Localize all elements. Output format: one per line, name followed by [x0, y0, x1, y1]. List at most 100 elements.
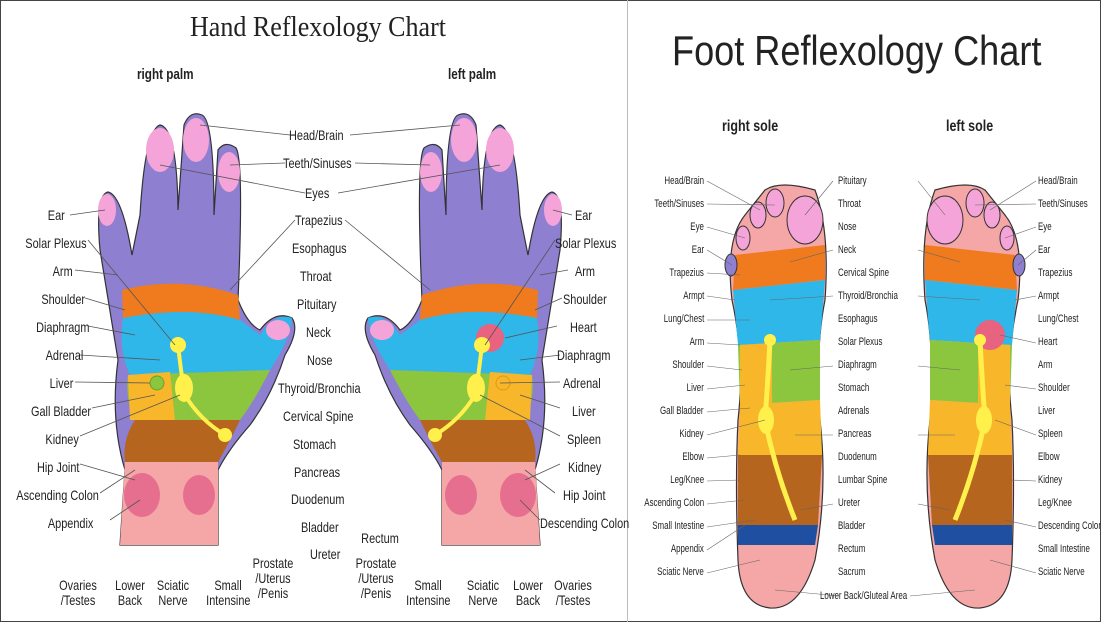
hand-right-ascending-colon-label: Ascending Colon	[16, 487, 99, 503]
foot-right-descending-colon-label: Descending Colon	[1038, 520, 1101, 532]
left-palm-heading: left palm	[448, 66, 496, 83]
foot-left-armpt-label: Armpt	[683, 290, 704, 302]
hand-right-ear-label: Ear	[48, 207, 65, 223]
foot-right-teeth-sinuses-label: Teeth/Sinuses	[1038, 198, 1088, 210]
hand-left-descending-colon-label: Descending Colon	[540, 515, 629, 531]
hand-center-ureter-label: Ureter	[310, 546, 340, 562]
hand-bottom-lower-label: Lower Back	[108, 578, 152, 608]
foot-left-arm-label: Arm	[689, 336, 704, 348]
rectum-label: Rectum	[358, 530, 402, 546]
foot-left-small-intestine-label: Small Intestine	[652, 520, 704, 532]
hand-left-shoulder-label: Shoulder	[563, 291, 607, 307]
hand-bottom-sciatic-label: Sciatic Nerve	[461, 578, 505, 608]
hand-bottom-small-label: Small Intensine	[206, 578, 250, 608]
foot-right-heart-label: Heart	[1038, 336, 1057, 348]
hand-left-spleen-label: Spleen	[567, 431, 601, 447]
hand-bottom-sciatic-label: Sciatic Nerve	[151, 578, 195, 608]
foot-left-elbow-label: Elbow	[682, 451, 704, 463]
foot-right-kidney-label: Kidney	[1038, 474, 1062, 486]
hand-right-kidney-label: Kidney	[46, 431, 79, 447]
hand-bottom-lower-label: Lower Back	[506, 578, 550, 608]
foot-left-appendix-label: Appendix	[671, 543, 704, 555]
foot-center-sacrum-label: Sacrum	[838, 566, 865, 578]
foot-center-rectum-label: Rectum	[838, 543, 865, 555]
hand-left-solar-plexus-label: Solar Plexus	[555, 235, 616, 251]
foot-left-ear-label: Ear	[692, 244, 704, 256]
foot-center-nose-label: Nose	[838, 221, 856, 233]
foot-center-bladder-label: Bladder	[838, 520, 865, 532]
foot-center-lower-back-gluteal-area-label: Lower Back/Gluteal Area	[820, 590, 907, 602]
hand-left-arm-label: Arm	[575, 263, 595, 279]
hand-bottom-small-label: Small Intensine	[406, 578, 450, 608]
foot-right-sciatic-nerve-label: Sciatic Nerve	[1038, 566, 1085, 578]
right-sole-heading: right sole	[722, 118, 778, 136]
hand-chart-title: Hand Reflexology Chart	[190, 12, 446, 44]
foot-center-throat-label: Throat	[838, 198, 861, 210]
hand-left-adrenal-label: Adrenal	[563, 375, 601, 391]
hand-center-bladder-label: Bladder	[301, 519, 339, 535]
hand-bottom-ovaries-label: Ovaries /Testes	[56, 578, 100, 608]
right-palm-heading: right palm	[137, 66, 194, 83]
foot-right-head-brain-label: Head/Brain	[1038, 175, 1078, 187]
hand-center-throat-label: Throat	[300, 268, 332, 284]
foot-left-eye-label: Eye	[690, 221, 704, 233]
left-palm-illustration	[365, 114, 562, 545]
hand-right-shoulder-label: Shoulder	[41, 291, 85, 307]
foot-left-ascending-colon-label: Ascending Colon	[644, 497, 704, 509]
hand-center-teeth-sinuses-label: Teeth/Sinuses	[283, 155, 352, 171]
hand-bottom-prostate-label: Prostate /Uterus /Penis	[354, 556, 398, 601]
foot-left-sciatic-nerve-label: Sciatic Nerve	[657, 566, 704, 578]
foot-right-leg-knee-label: Leg/Knee	[1038, 497, 1072, 509]
foot-left-head-brain-label: Head/Brain	[664, 175, 704, 187]
hand-right-gall-bladder-label: Gall Bladder	[31, 403, 91, 419]
right-palm-illustration	[98, 114, 295, 545]
hand-bottom-ovaries-label: Ovaries /Testes	[551, 578, 595, 608]
right-sole-illustration	[725, 185, 826, 608]
foot-right-eye-label: Eye	[1038, 221, 1052, 233]
foot-right-ear-label: Ear	[1038, 244, 1050, 256]
foot-center-stomach-label: Stomach	[838, 382, 869, 394]
foot-right-arm-label: Arm	[1038, 359, 1053, 371]
foot-center-pancreas-label: Pancreas	[838, 428, 871, 440]
hand-bottom-prostate-label: Prostate /Uterus /Penis	[251, 556, 295, 601]
foot-center-lumbar-spine-label: Lumbar Spine	[838, 474, 887, 486]
hand-center-head-brain-label: Head/Brain	[289, 127, 344, 143]
foot-right-shoulder-label: Shoulder	[1038, 382, 1070, 394]
hand-center-duodenum-label: Duodenum	[291, 491, 344, 507]
foot-left-gall-bladder-label: Gall Bladder	[660, 405, 704, 417]
foot-left-shoulder-label: Shoulder	[672, 359, 704, 371]
foot-right-armpt-label: Armpt	[1038, 290, 1059, 302]
foot-left-teeth-sinuses-label: Teeth/Sinuses	[654, 198, 704, 210]
hand-right-hip-joint-label: Hip Joint	[37, 459, 79, 475]
foot-left-trapezius-label: Trapezius	[670, 267, 704, 279]
foot-right-elbow-label: Elbow	[1038, 451, 1060, 463]
foot-chart-title: Foot Reflexology Chart	[672, 27, 1041, 75]
foot-center-ureter-label: Ureter	[838, 497, 860, 509]
hand-left-kidney-label: Kidney	[568, 459, 601, 475]
hand-right-arm-label: Arm	[53, 263, 73, 279]
hand-left-hip-joint-label: Hip Joint	[563, 487, 605, 503]
hand-center-eyes-label: Eyes	[305, 185, 329, 201]
hand-center-nose-label: Nose	[307, 352, 332, 368]
hand-center-cervical-spine-label: Cervical Spine	[283, 408, 353, 424]
hand-center-thyroid-bronchia-label: Thyroid/Bronchia	[278, 380, 361, 396]
foot-right-liver-label: Liver	[1038, 405, 1055, 417]
foot-center-neck-label: Neck	[838, 244, 856, 256]
hand-center-neck-label: Neck	[306, 324, 331, 340]
hand-left-ear-label: Ear	[575, 207, 592, 223]
hand-right-appendix-label: Appendix	[47, 515, 93, 531]
foot-center-thyroid-bronchia-label: Thyroid/Bronchia	[838, 290, 898, 302]
foot-right-spleen-label: Spleen	[1038, 428, 1063, 440]
hand-center-pancreas-label: Pancreas	[294, 464, 340, 480]
hand-left-diaphragm-label: Diaphragm	[557, 347, 610, 363]
foot-center-esophagus-label: Esophagus	[838, 313, 878, 325]
hand-center-trapezius-label: Trapezius	[295, 212, 343, 228]
foot-left-kidney-label: Kidney	[680, 428, 704, 440]
hand-right-solar-plexus-label: Solar Plexus	[26, 235, 87, 251]
foot-right-trapezius-label: Trapezius	[1038, 267, 1072, 279]
hand-center-stomach-label: Stomach	[293, 436, 336, 452]
foot-center-solar-plexus-label: Solar Plexus	[838, 336, 882, 348]
foot-center-diaphragm-label: Diaphragm	[838, 359, 877, 371]
foot-left-liver-label: Liver	[687, 382, 704, 394]
left-sole-heading: left sole	[946, 118, 993, 136]
